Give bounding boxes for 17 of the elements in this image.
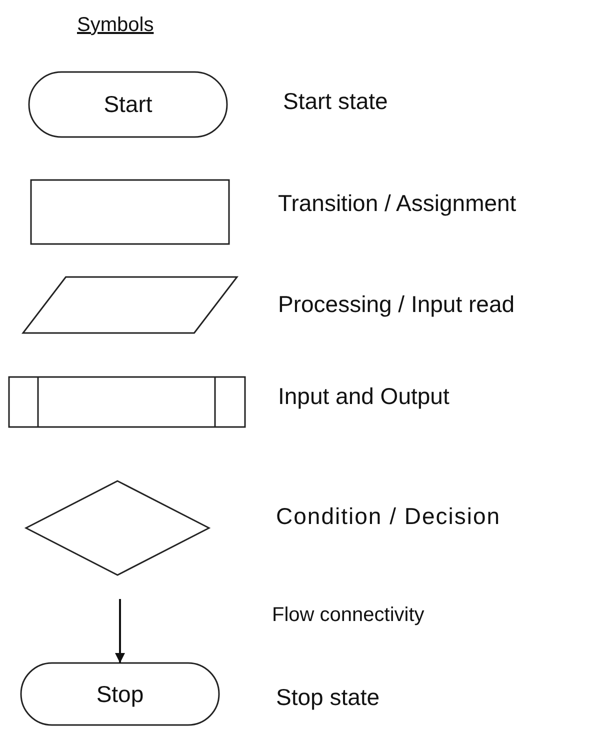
symbol-description: Processing / Input read [278, 291, 515, 318]
arrow [115, 599, 125, 663]
terminal-shape [21, 663, 219, 725]
parallelogram-shape [23, 277, 237, 333]
heading: Symbols [77, 14, 154, 37]
decision-diamond [26, 481, 209, 575]
input-output-box [9, 377, 245, 427]
symbol-description: Input and Output [278, 383, 450, 410]
node-label: Start [104, 91, 152, 118]
terminal-shape [29, 72, 227, 137]
symbol-description: Start state [283, 88, 388, 115]
symbol-description: Transition / Assignment [278, 190, 516, 217]
symbol-description: Condition / Decision [276, 503, 501, 530]
symbol-description: Stop state [276, 684, 380, 711]
process-box [31, 180, 229, 244]
symbol-description: Flow connectivity [272, 604, 424, 627]
node-label: Stop [96, 680, 144, 708]
